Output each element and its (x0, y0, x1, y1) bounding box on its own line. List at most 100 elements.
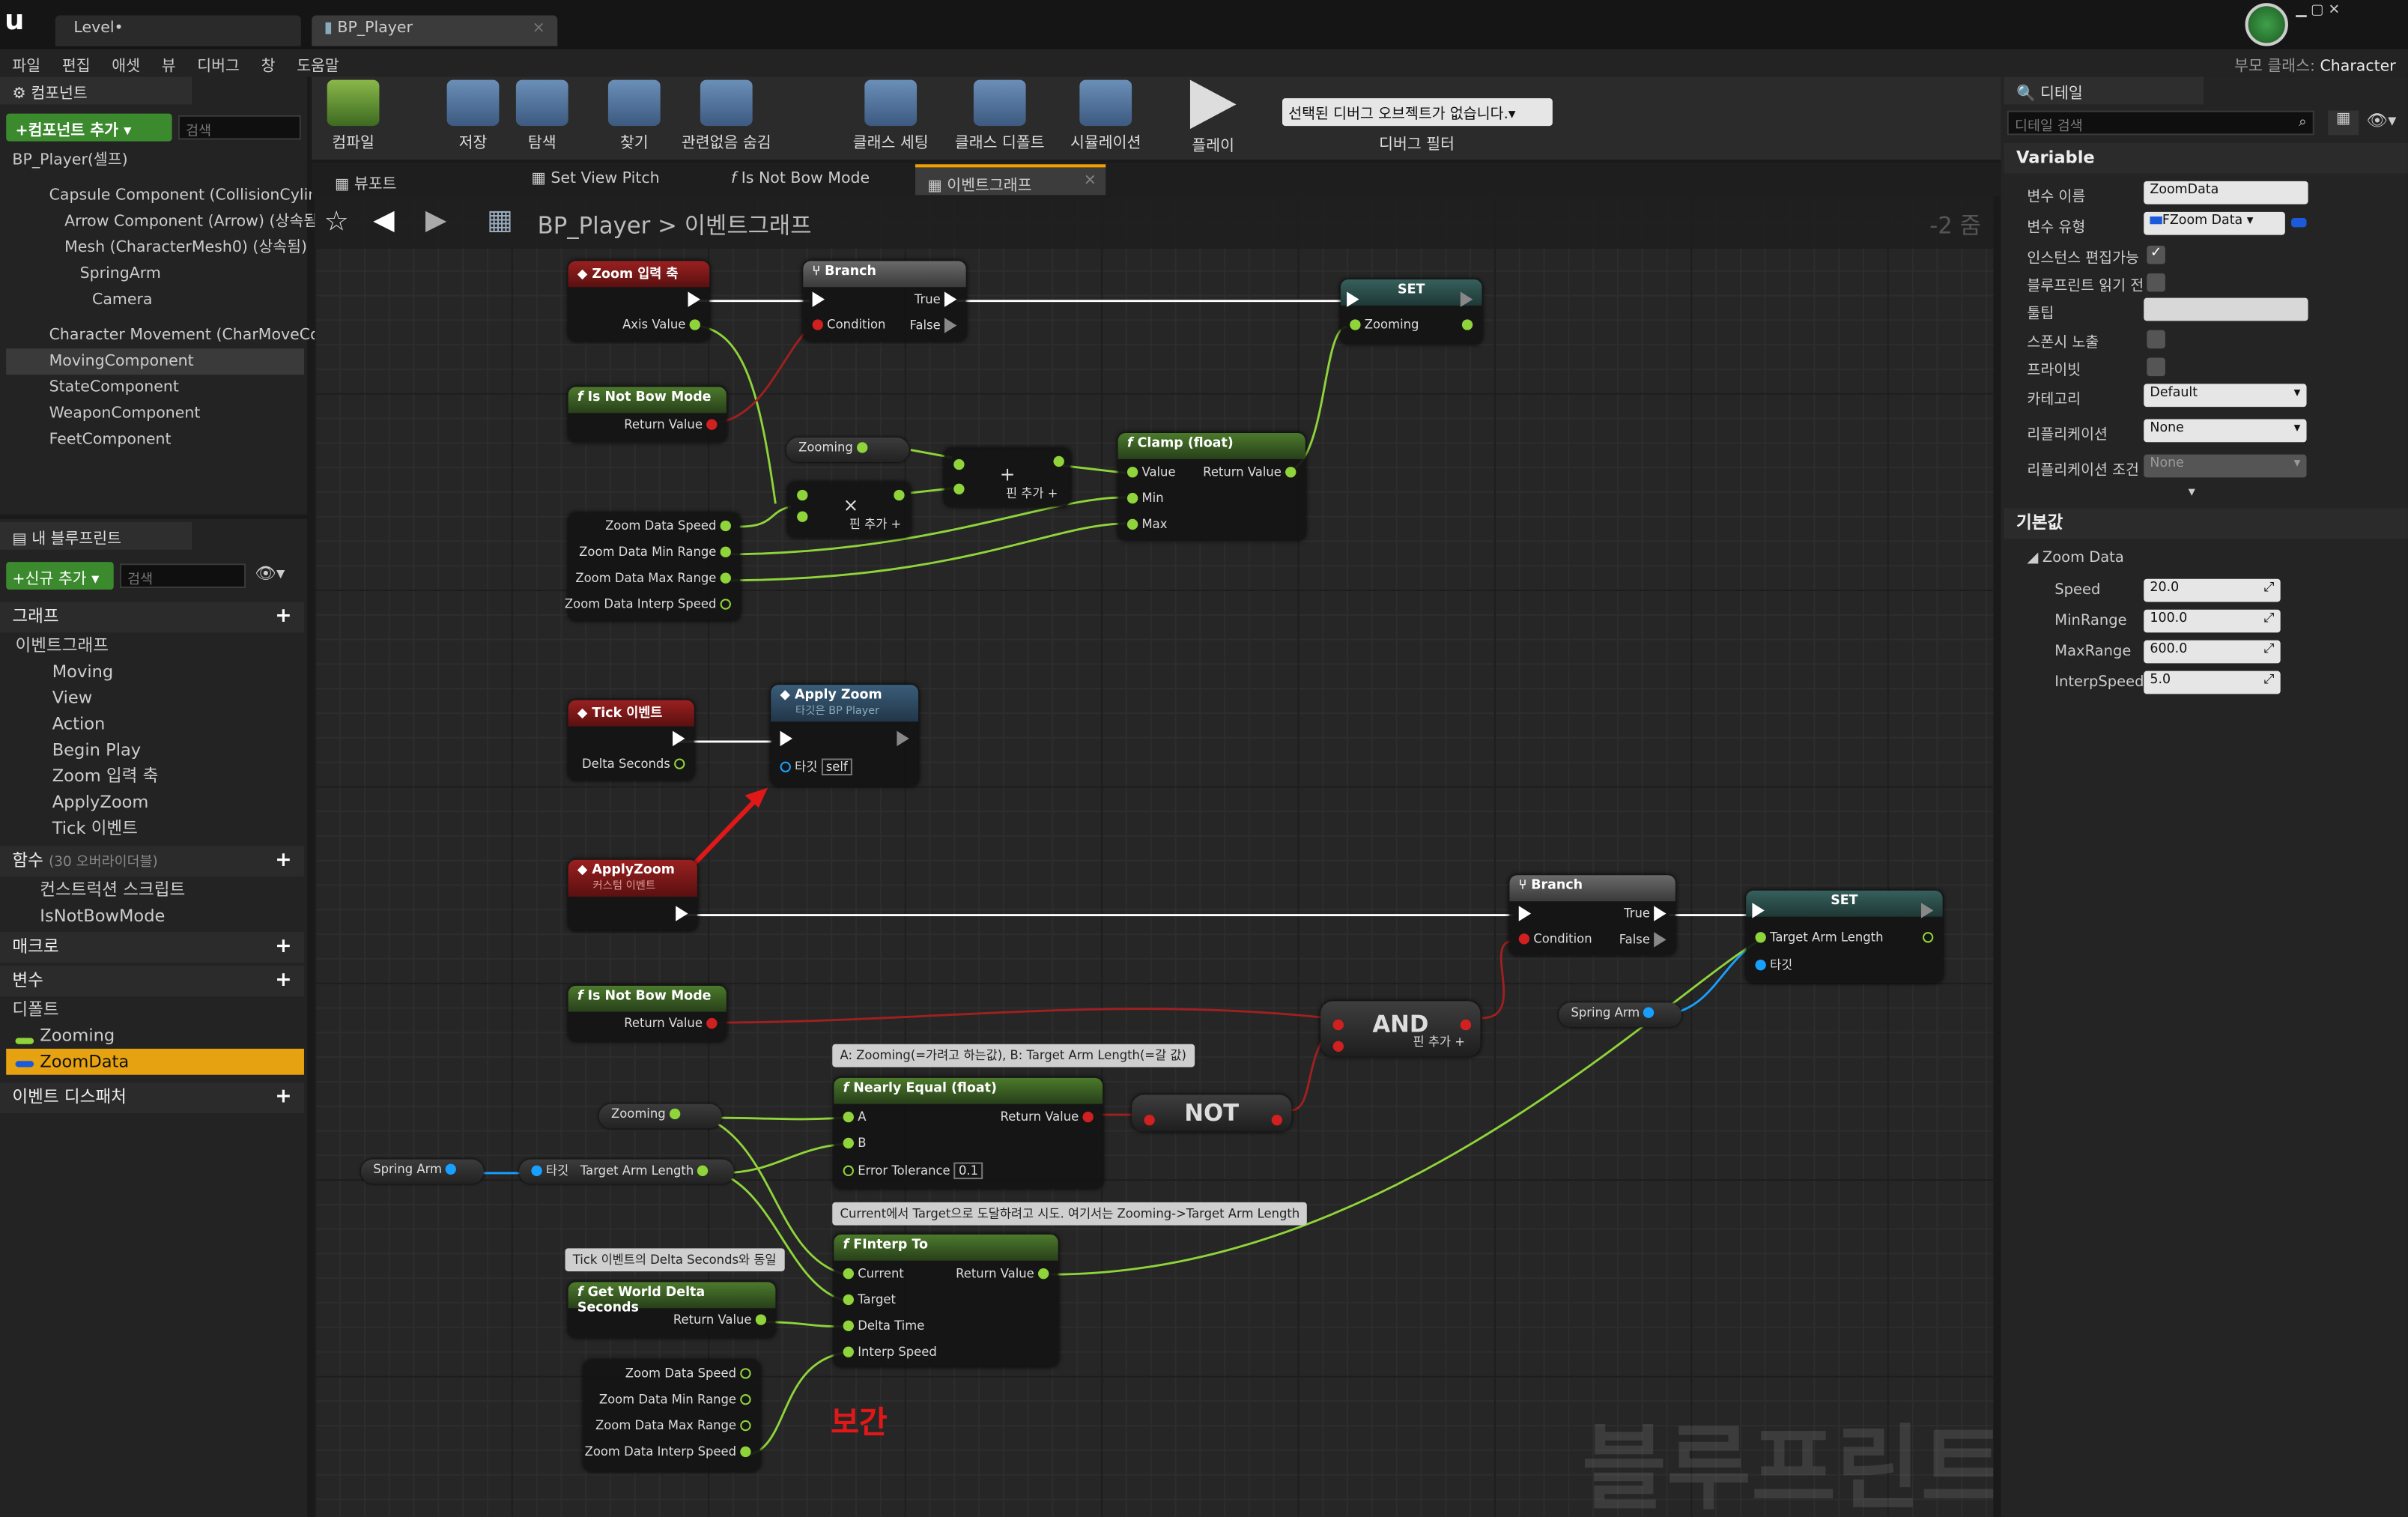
tab-set-view-pitch[interactable]: ▦ Set View Pitch (519, 166, 711, 196)
variable-item-zoomdata[interactable]: ZoomData (6, 1048, 304, 1075)
close-icon[interactable]: × (1083, 172, 1097, 190)
zoom-interp-pin[interactable]: Zoom Data Interp Speed (565, 597, 731, 611)
variable-section[interactable]: Variable (2004, 142, 2408, 174)
find-button[interactable]: 찾기 (591, 76, 677, 153)
target-pin[interactable]: Target (843, 1293, 896, 1306)
zoom-axis-event-node[interactable]: ◆ Zoom 입력 축 Axis Value (568, 261, 710, 342)
add-variable-icon[interactable]: + (275, 969, 292, 993)
add-graph-icon[interactable]: + (275, 605, 292, 629)
zoom-max-pin[interactable]: Zoom Data Max Range (595, 1419, 751, 1432)
set-target-arm-length-node[interactable]: SET Target Arm Length 타깃 (1746, 890, 1943, 983)
delta-time-pin[interactable]: Delta Time (843, 1319, 924, 1333)
return-value-pin[interactable]: Return Value (624, 1017, 718, 1030)
variables-section[interactable]: 변수+ (0, 966, 304, 997)
target-arm-length-getter[interactable]: 타깃 Target Arm Length (519, 1159, 735, 1184)
exec-out-pin[interactable] (897, 730, 909, 747)
save-button[interactable]: 저장 (430, 76, 516, 153)
zoom-speed-pin[interactable]: Zoom Data Speed (625, 1366, 751, 1381)
class-defaults-button[interactable]: 클래스 디폴트 (949, 76, 1050, 153)
variable-name-input[interactable]: ZoomData (2144, 181, 2308, 205)
min-pin[interactable]: Min (1126, 491, 1164, 505)
return-value-pin[interactable]: Return Value (673, 1312, 767, 1327)
is-not-bow-mode-node-2[interactable]: f Is Not Bow Mode Return Value (568, 985, 727, 1041)
component-item[interactable]: StateComponent (49, 379, 179, 396)
class-settings-button[interactable]: 클래스 세팅 (845, 76, 937, 153)
maxrange-input[interactable]: 600.0⤢ (2144, 640, 2281, 664)
exec-out-pin[interactable] (1460, 291, 1473, 307)
tick-event-node[interactable]: ◆ Tick 이벤트 Delta Seconds (568, 700, 694, 781)
comment-delta-seconds[interactable]: Tick 이벤트의 Delta Seconds와 동일 (565, 1248, 784, 1272)
comment-finterp[interactable]: Current에서 Target으로 도달하려고 시도. 여기서는 Zoomin… (832, 1202, 1308, 1226)
private-checkbox[interactable] (2147, 357, 2165, 377)
zoom-max-pin[interactable]: Zoom Data Max Range (575, 571, 731, 585)
hide-unrelated-button[interactable]: 관련없음 숨김 (673, 76, 780, 153)
compile-button[interactable]: 컴파일 (310, 76, 396, 153)
zooming-out-pin[interactable] (1461, 318, 1473, 331)
menu-edit[interactable]: 편집 (61, 58, 91, 76)
max-pin[interactable]: Max (1126, 518, 1167, 531)
instance-editable-checkbox[interactable]: ✓ (2147, 245, 2165, 264)
exec-out-pin[interactable] (688, 291, 700, 307)
menu-file[interactable]: 파일 (12, 58, 41, 76)
component-item[interactable]: SpringArm (79, 265, 161, 283)
input-pin[interactable] (953, 458, 965, 471)
breadcrumb-bp[interactable]: BP_Player (537, 211, 651, 240)
tab-is-not-bow-mode[interactable]: f Is Not Bow Mode (719, 166, 906, 196)
event-item-moving[interactable]: Moving (52, 661, 114, 682)
target-pin[interactable]: 타깃 (1755, 957, 1792, 974)
return-value-pin[interactable]: Return Value (1001, 1110, 1094, 1124)
eye-icon[interactable]: 👁▾ (255, 563, 285, 584)
condition-pin[interactable]: Condition (1518, 932, 1592, 946)
value-pin[interactable]: Value (1126, 465, 1176, 479)
forward-arrow-icon[interactable]: ▶ (425, 204, 447, 237)
exec-in-pin[interactable] (1518, 906, 1532, 921)
input-pin[interactable] (1332, 1011, 1344, 1038)
add-component-button[interactable]: +컴포넌트 추가 ▾ (6, 113, 172, 142)
output-pin[interactable] (894, 488, 905, 502)
exec-in-pin[interactable] (1347, 291, 1359, 307)
tab-bp-player[interactable]: ▮ BP_Player× (312, 15, 558, 46)
add-pin-button[interactable]: 핀 추가 + (849, 517, 902, 532)
component-item[interactable]: MovingComponent (6, 348, 304, 375)
zooming-getter-1[interactable]: Zooming (786, 437, 909, 462)
component-item[interactable]: FeetComponent (49, 431, 172, 449)
axis-value-pin[interactable]: Axis Value (622, 318, 700, 332)
menu-help[interactable]: 도움말 (297, 58, 339, 76)
macros-section[interactable]: 매크로+ (0, 932, 304, 963)
exec-in-pin[interactable] (1752, 903, 1765, 918)
interpspeed-input[interactable]: 5.0⤢ (2144, 670, 2281, 694)
window-controls[interactable]: ▁ ▢ ✕ (2296, 3, 2404, 22)
function-item[interactable]: IsNotBowMode (40, 906, 166, 926)
event-item-view[interactable]: View (52, 688, 93, 708)
current-pin[interactable]: Current (843, 1267, 904, 1280)
add-node[interactable]: + 핀 추가 + (944, 448, 1071, 507)
break-zoomdata-node-2[interactable]: Zoom Data Speed Zoom Data Min Range Zoom… (583, 1360, 760, 1471)
false-pin[interactable]: False (910, 318, 957, 333)
add-macro-icon[interactable]: + (275, 935, 292, 958)
branch-node-2[interactable]: ⑂ Branch Condition True False (1509, 875, 1675, 955)
a-pin[interactable]: A (843, 1110, 866, 1124)
nearly-equal-node[interactable]: f Nearly Equal (float) A B Error Toleran… (834, 1077, 1103, 1189)
input-pin[interactable] (1144, 1106, 1155, 1133)
function-item[interactable]: 컨스트럭션 스크립트 (40, 879, 186, 900)
tooltip-input[interactable] (2144, 297, 2308, 321)
target-pin[interactable]: 타깃 self (780, 758, 852, 776)
back-arrow-icon[interactable]: ◀ (373, 204, 395, 237)
add-pin-button[interactable]: 핀 추가 + (1005, 486, 1058, 501)
get-world-delta-seconds-node[interactable]: f Get World Delta Seconds Return Value (568, 1282, 776, 1338)
tab-eventgraph[interactable]: ▦ 이벤트그래프× (915, 164, 1106, 196)
event-item-applyzoom[interactable]: ApplyZoom (52, 792, 149, 813)
exec-out-pin[interactable] (673, 730, 685, 747)
branch-node-1[interactable]: ⑂ Branch Condition True False (803, 261, 966, 342)
return-value-pin[interactable]: Return Value (1203, 465, 1297, 479)
add-function-icon[interactable]: + (275, 849, 292, 873)
menu-window[interactable]: 창 (261, 58, 276, 76)
dispatchers-section[interactable]: 이벤트 디스패처+ (0, 1082, 304, 1113)
exec-in-pin[interactable] (812, 291, 825, 307)
functions-section[interactable]: 함수 (30 오버라이더블)+ (0, 846, 304, 877)
return-value-pin[interactable]: Return Value (624, 417, 718, 432)
return-value-pin[interactable]: Return Value (956, 1267, 1049, 1280)
component-item[interactable]: Character Movement (CharMoveCo (49, 327, 320, 345)
interp-speed-pin[interactable]: Interp Speed (843, 1345, 937, 1359)
